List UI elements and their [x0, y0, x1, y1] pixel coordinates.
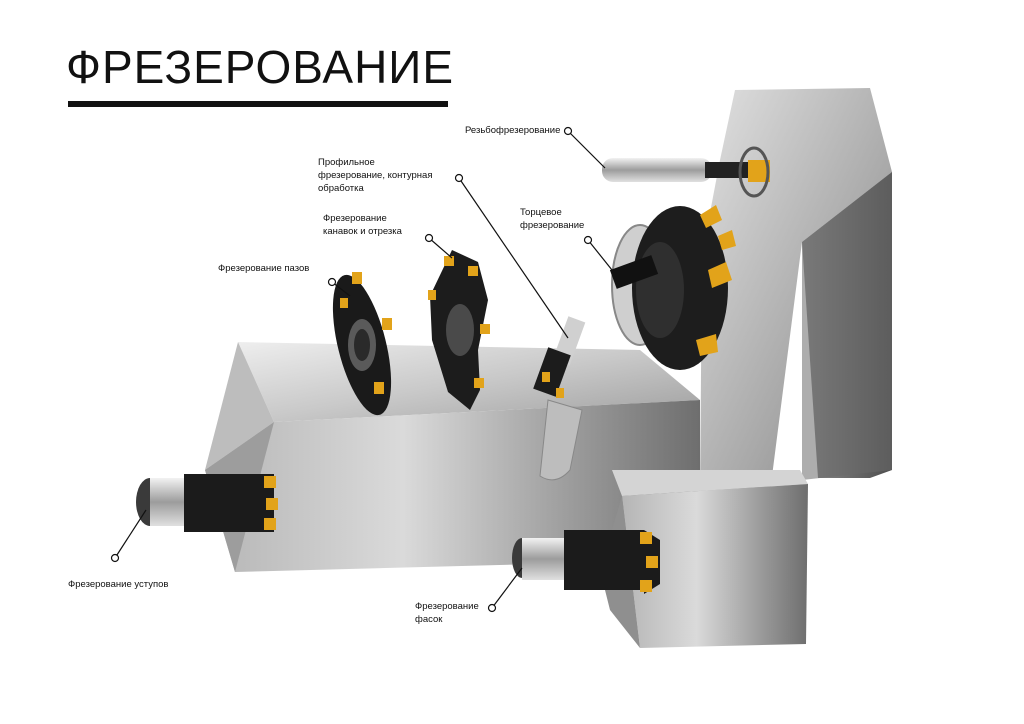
title-underline — [68, 101, 448, 107]
step-top — [612, 470, 808, 496]
tower-front — [700, 88, 892, 492]
shoulder-mill-icon — [136, 474, 278, 532]
callout-thread-milling: Резьбофрезерование — [465, 125, 561, 136]
callout-shoulder-milling: Фрезерование уступов — [68, 579, 169, 590]
leader-lines — [110, 126, 613, 613]
page-title: ФРЕЗЕРОВАНИЕ — [66, 41, 455, 93]
block-left-end — [205, 342, 274, 470]
callout-grooving-milling: Фрезерование канавок и отрезка — [323, 213, 402, 237]
ball-nose-icon — [533, 316, 586, 481]
block-front — [205, 400, 700, 572]
chamfer-mill-icon — [512, 530, 660, 594]
step-front — [622, 484, 808, 648]
face-mill-icon — [609, 205, 736, 370]
slot-mill-icon — [332, 272, 392, 416]
tower-inner-wall — [802, 172, 892, 480]
thread-mill-icon — [602, 146, 770, 198]
callout-slot-milling: Фрезерование пазов — [218, 263, 310, 274]
callout-face-milling: Торцевое фрезерование — [520, 207, 585, 231]
disc-cutter-icon — [428, 250, 490, 410]
callout-profile-milling: Профильное фрезерование, контурная обраб… — [318, 157, 433, 194]
callout-chamfer-milling: Фрезерование фасок — [415, 601, 479, 625]
